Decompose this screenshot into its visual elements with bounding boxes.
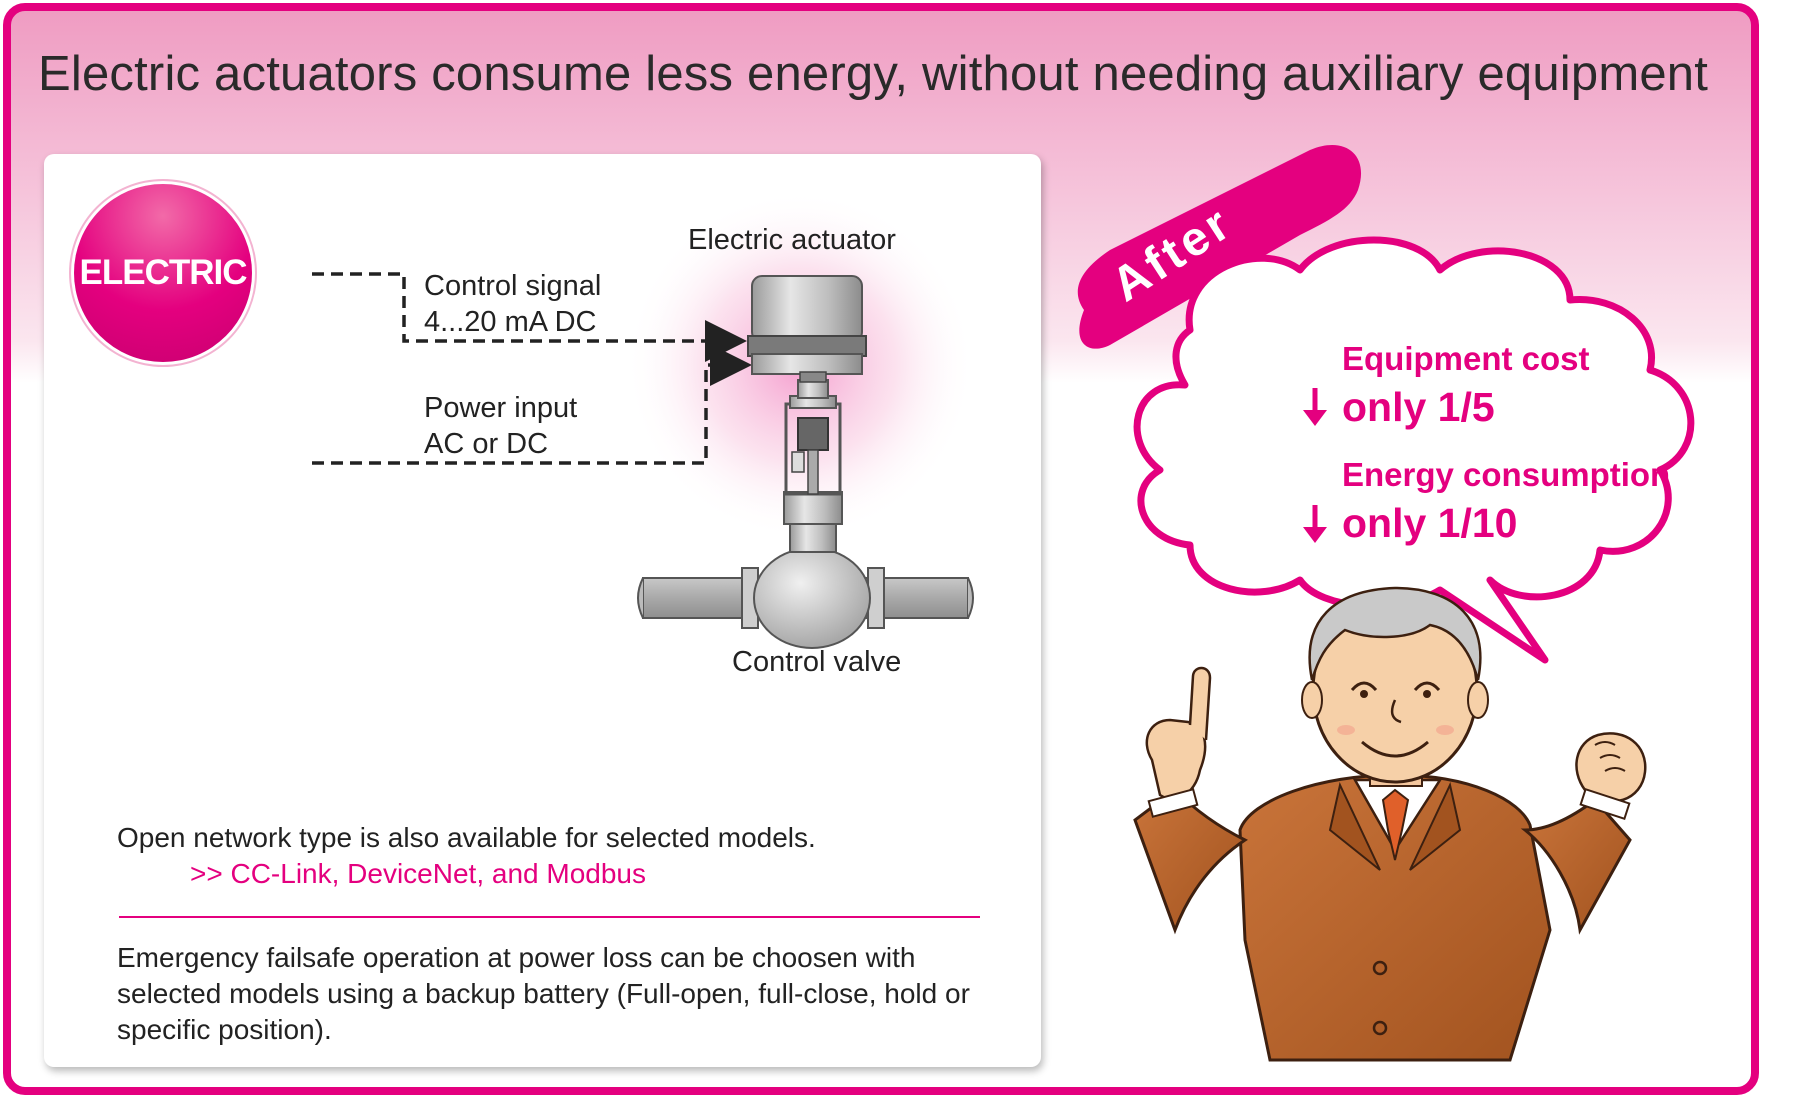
energy-consumption-value: only 1/10: [1342, 500, 1518, 546]
page-title: Electric actuators consume less energy, …: [38, 47, 1709, 101]
control-signal-label: Control signal: [424, 270, 602, 302]
power-input-line: [312, 344, 752, 465]
equipment-cost-label: Equipment cost: [1342, 340, 1590, 377]
equipment-cost-value: only 1/5: [1342, 384, 1495, 430]
businessman-illustration: [1133, 586, 1647, 1062]
valve-yoke: [784, 379, 842, 496]
electric-badge: ELECTRIC: [74, 184, 252, 362]
power-input-label: Power input: [424, 392, 578, 424]
energy-consumption-label: Energy consumption: [1342, 456, 1671, 493]
down-arrow-icon: [1303, 505, 1327, 543]
valve-label: Control valve: [732, 646, 902, 678]
down-arrow-icon: [1303, 388, 1327, 426]
network-note: Open network type is also available for …: [117, 822, 816, 853]
notes-divider: [119, 916, 980, 918]
actuator-label: Electric actuator: [688, 224, 896, 256]
control-signal-line: [312, 272, 747, 362]
control-signal-value: 4...20 mA DC: [424, 306, 597, 338]
control-valve: [753, 491, 871, 649]
power-input-value: AC or DC: [424, 428, 549, 460]
network-protocols-link[interactable]: >> CC-Link, DeviceNet, and Modbus: [190, 858, 646, 889]
failsafe-note: Emergency failsafe operation at power lo…: [117, 942, 970, 1045]
speech-cloud: [1133, 236, 1695, 664]
after-ribbon: [1077, 144, 1362, 349]
electric-actuator: [747, 275, 867, 383]
